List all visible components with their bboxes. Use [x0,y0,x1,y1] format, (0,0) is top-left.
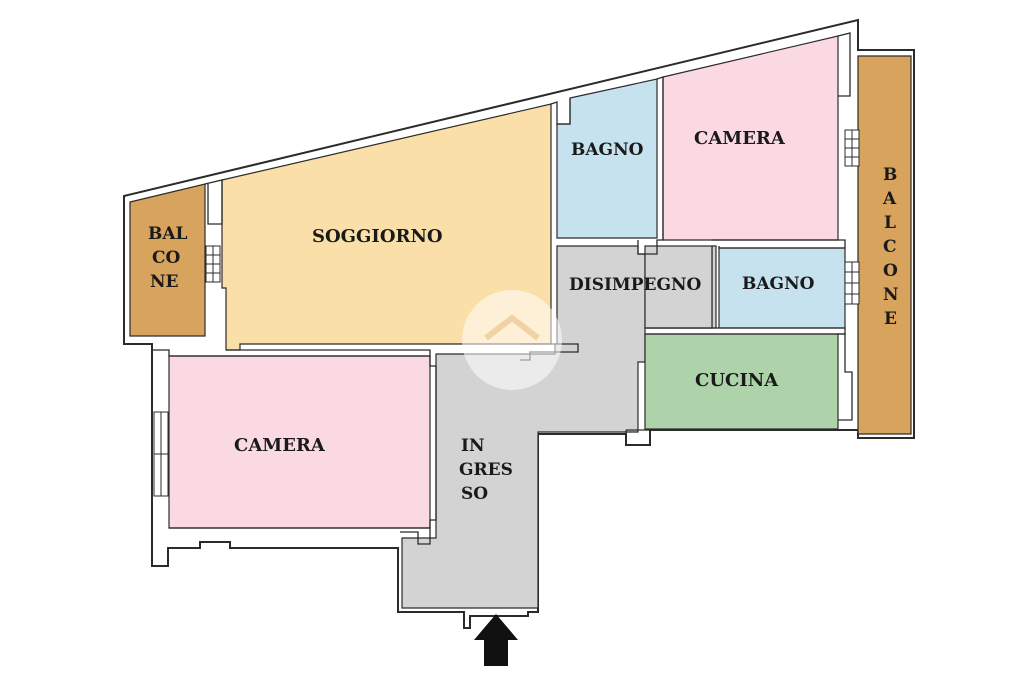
label-balcone-right-1: B [883,165,897,185]
label-camera-top: CAMERA [694,128,786,149]
label-balcone-left-3: NE [150,272,179,292]
label-balcone-left-2: CO [152,248,181,268]
wall-hall-step [625,429,651,446]
wall-soggiorno-bottom [152,349,431,357]
label-balcone-right-3: L [884,213,896,233]
label-disimpegno: DISIMPEGNO [569,275,702,295]
wall-soggiorno-balcone [204,179,223,225]
wall-cucina-right [838,333,853,421]
label-balcone-right-6: N [883,285,899,305]
label-bagno-right: BAGNO [742,274,815,294]
label-ingresso-3: SO [461,484,488,504]
balcone-right [857,55,912,435]
label-camera-left: CAMERA [234,435,326,456]
window-camera-top [844,129,860,167]
label-ingresso-2: GRES [459,460,513,480]
label-balcone-right-7: E [884,309,897,329]
wall-camera-left-bottom [169,527,431,545]
label-balcone-right-5: O [883,261,898,281]
wall-camera-ingresso [429,356,437,528]
arrow-up-icon [474,614,518,666]
window-camera-left [153,411,169,497]
wall-bagno-cucina [645,327,846,335]
label-ingresso-1: IN [461,436,485,456]
house-watermark-icon [462,290,562,390]
label-bagno-top: BAGNO [571,140,644,160]
label-cucina: CUCINA [695,370,779,391]
wall-camera-bagno-right [712,239,846,249]
label-soggiorno: SOGGIORNO [312,226,443,247]
window-balcone-left [205,245,221,283]
wall-bagno-camera [637,76,664,255]
label-balcone-left-1: BAL [148,224,188,244]
disimpegno-strip [644,245,713,329]
balcone-left [129,183,206,337]
label-balcone-right-4: C [883,237,897,257]
wall-disimpegno-left [550,98,571,125]
wall-camera-right [837,32,851,97]
window-bagno-right [844,261,860,305]
label-balcone-right-2: A [882,189,897,209]
outer-wall [123,18,915,629]
